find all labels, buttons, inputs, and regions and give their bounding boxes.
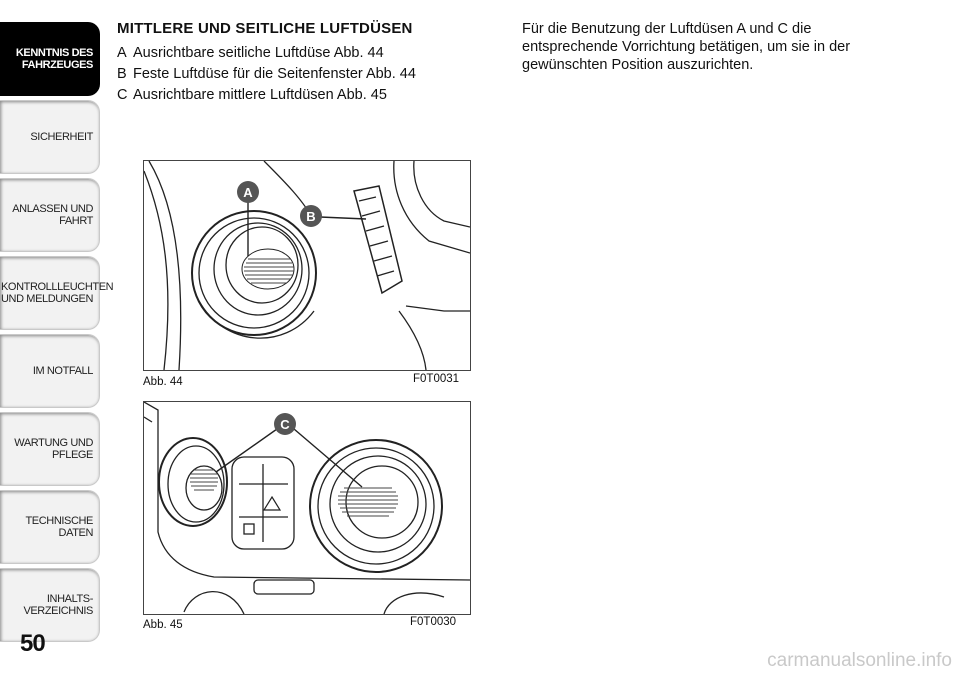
tab-sicherheit[interactable]: SICHERHEIT [0, 100, 100, 174]
tab-kontrollleuchten[interactable]: KONTROLLLEUCHTEN UND MELDUNGEN [0, 256, 114, 330]
tab-inhaltsverzeichnis[interactable]: INHALTS- VERZEICHNIS [0, 568, 100, 642]
tab-label: TECHNISCHE DATEN [25, 515, 93, 539]
callout-b: B [300, 205, 322, 227]
tab-label: SICHERHEIT [30, 131, 93, 143]
tab-label: WARTUNG UND PFLEGE [14, 437, 93, 461]
page-number: 50 [20, 630, 46, 657]
item-key: C [117, 87, 128, 103]
tab-label: IM NOTFALL [32, 365, 94, 377]
item-text: Ausrichtbare mittlere Luftdüsen Abb. 45 [133, 87, 387, 103]
tab-anlassen-und-fahrt[interactable]: ANLASSEN UND FAHRT [0, 178, 100, 252]
tab-label: KONTROLLLEUCHTEN UND MELDUNGEN [1, 281, 114, 305]
tab-label: KENNTNIS DES FAHRZEUGES [15, 47, 94, 71]
tab-im-notfall[interactable]: IM NOTFALL [0, 334, 100, 408]
tab-kenntnis-des-fahrzeuges[interactable]: KENNTNIS DES FAHRZEUGES [0, 22, 100, 96]
figure-caption-44: Abb. 44 [143, 376, 183, 388]
item-key: A [117, 45, 127, 61]
tab-label: INHALTS- VERZEICHNIS [23, 593, 93, 617]
callout-a: A [237, 181, 259, 203]
callout-label-c: C [280, 417, 290, 432]
figure-caption-45: Abb. 45 [143, 619, 183, 631]
figure-code-44: F0T0031 [413, 373, 460, 385]
tab-wartung-und-pflege[interactable]: WARTUNG UND PFLEGE [0, 412, 100, 486]
side-vent-illustration: A B [144, 161, 470, 370]
section-heading: MITTLERE UND SEITLICHE LUFTDÜSEN [117, 20, 413, 37]
center-vents-illustration: C [144, 402, 470, 614]
chapter-sidebar: KENNTNIS DES FAHRZEUGES SICHERHEIT ANLAS… [0, 22, 114, 646]
callout-label-a: A [243, 185, 253, 200]
list-item: B Feste Luftdüse für die Seitenfenster A… [117, 64, 477, 85]
watermark: carmanualsonline.info [767, 650, 952, 671]
list-item: A Ausrichtbare seitliche Luftdüse Abb. 4… [117, 43, 477, 64]
figure-code-45: F0T0030 [410, 616, 457, 628]
item-key: B [117, 66, 127, 82]
body-paragraph: Für die Benutzung der Luftdüsen A und C … [522, 21, 851, 73]
callout-label-b: B [306, 209, 315, 224]
figure-abb-45: C [143, 401, 471, 615]
item-text: Ausrichtbare seitliche Luftdüse Abb. 44 [133, 45, 384, 61]
tab-label: ANLASSEN UND FAHRT [12, 203, 93, 227]
section-left-column: MITTLERE UND SEITLICHE LUFTDÜSEN A Ausri… [117, 20, 477, 106]
tab-technische-daten[interactable]: TECHNISCHE DATEN [0, 490, 100, 564]
figure-abb-44: A B [143, 160, 471, 371]
list-item: C Ausrichtbare mittlere Luftdüsen Abb. 4… [117, 85, 477, 106]
item-text: Feste Luftdüse für die Seitenfenster Abb… [133, 66, 416, 82]
callout-c: C [274, 413, 296, 435]
